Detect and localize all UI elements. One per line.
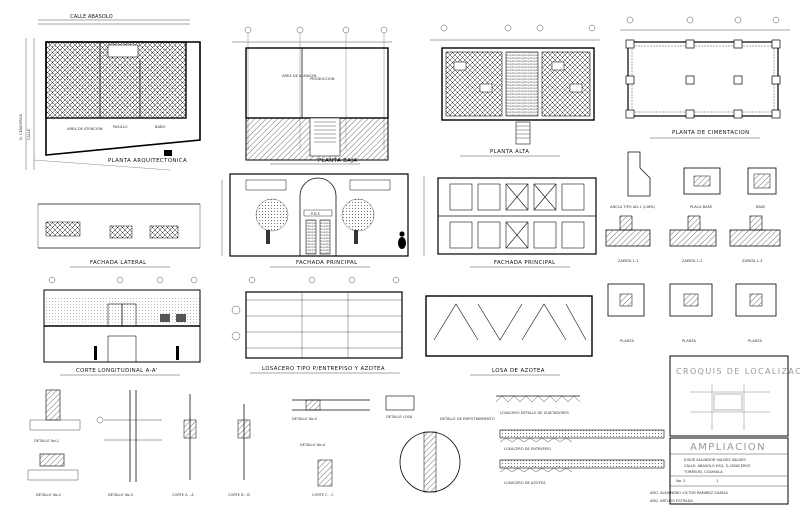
- planta-baja: AREA DE ALMACEN PRODUCCION PLANTA BAJA: [232, 26, 392, 165]
- label-calle-abasolo: CALLE ABASOLO: [70, 14, 113, 20]
- label-zapata-2: ZAPATA 1-2: [682, 259, 702, 263]
- label-pasillo: PASILLO: [113, 125, 128, 129]
- title-ampliacion: AMPLIACION: [690, 442, 766, 453]
- label-planta-a: PLANTA: [620, 339, 634, 343]
- label-calle-side: CALLE: [27, 128, 31, 140]
- tb-line4: No. 2: [676, 479, 685, 483]
- detalles-cimentacion: ANCLA TIPO AD-1 (CAPA) PLACA BASE BASE Z…: [605, 151, 781, 343]
- title-planta-alta: PLANTA ALTA: [490, 149, 529, 155]
- losa-de-azotea: LOSA DE AZOTEA: [425, 295, 593, 376]
- label-zapata-3: ZAPATA 1-3: [742, 259, 762, 263]
- title-losa-azotea: LOSA DE AZOTEA: [492, 368, 545, 374]
- label-planta-b: PLANTA: [682, 339, 696, 343]
- detalles-losacero: DETALLE LOSA DETALLE DE EMPOTRAMIENTO LO…: [385, 395, 665, 493]
- label-detalle-4: DETALLE No.4: [300, 443, 326, 447]
- planta-cimentacion: PLANTA DE CIMENTACION: [620, 16, 790, 139]
- label-detalle-1: DETALLE No.1: [34, 439, 59, 443]
- label-base: BASE: [756, 205, 766, 209]
- title-losa-entrepiso: LOSACERO TIPO P/ENTREPISO Y AZOTEA: [262, 366, 385, 372]
- planta-arquitectonica: CALLE ABASOLO AREA DE ATENCION PASILLO B…: [19, 14, 201, 171]
- label-losacero-detalle: LOSACERO DETALLE DE SUJETADORES: [500, 411, 570, 415]
- label-pdf: P.D.F.: [311, 212, 320, 216]
- label-losacero-azotea: LOSACERO DE AZOTEA: [504, 481, 546, 485]
- title-fachada-lateral: FACHADA LATERAL: [90, 260, 146, 266]
- title-planta-cimentacion: PLANTA DE CIMENTACION: [672, 130, 750, 136]
- fachada-lateral: FACHADA LATERAL: [37, 203, 201, 268]
- title-fachada-principal-2: FACHADA PRINCIPAL: [494, 260, 556, 266]
- label-empotramiento: DETALLE DE EMPOTRAMIENTO: [440, 417, 495, 421]
- label-area-atencion: AREA DE ATENCION: [67, 127, 103, 131]
- label-corte-bb: CORTE B - B: [228, 493, 250, 497]
- tb-arq1: ARQ. ALEJANDRO VICTOR RAMIREZ GARCIA: [650, 491, 728, 495]
- label-planta-c: PLANTA: [748, 339, 762, 343]
- tb-line1: JOSUE SALVADOR VALDES VALDES: [683, 458, 746, 462]
- label-produccion: PRODUCCION: [310, 77, 335, 81]
- label-anclaje: ANCLA TIPO AD-1 (CAPA): [610, 205, 655, 209]
- label-detalle-5: DETALLE No.5: [292, 417, 317, 421]
- label-corte-cc: CORTE C - C: [312, 493, 334, 497]
- title-fachada-principal: FACHADA PRINCIPAL: [296, 260, 358, 266]
- title-planta-baja: PLANTA BAJA: [318, 158, 357, 164]
- label-zapata-1: ZAPATA 1-1: [618, 259, 638, 263]
- label-losacero-entrepiso: LOSACERO DE ENTREPISO: [504, 447, 551, 451]
- title-block: AMPLIACION JOSUE SALVADOR VALDES VALDES …: [650, 437, 789, 505]
- title-planta-arquitectonica: PLANTA ARQUITECTONICA: [108, 158, 187, 164]
- fachada-principal: P.D.F. FACHADA PRINCIPAL: [221, 173, 409, 268]
- tb-arq2: ARQ. ARTURO ESTRADA: [650, 499, 693, 503]
- losacero-entrepiso-azotea: LOSACERO TIPO P/ENTREPISO Y AZOTEA: [231, 276, 403, 374]
- label-bano: BAÑO: [155, 124, 166, 129]
- croquis-localizacion: CROQUIS DE LOCALIZACION: [669, 355, 800, 437]
- tb-line2: CALLE: ABASOLO ESQ. G.CENICEROS: [684, 464, 751, 468]
- title-corte-longitudinal: CORTE LONGITUDINAL A-A': [76, 368, 158, 374]
- label-detalle-2: DETALLE No.2: [36, 493, 61, 497]
- corte-longitudinal: CORTE LONGITUDINAL A-A': [43, 276, 201, 376]
- fachada-principal-2: FACHADA PRINCIPAL: [423, 176, 597, 268]
- label-placa-base: PLACA BASE: [690, 205, 713, 209]
- label-corte-aa: CORTE A - A: [172, 493, 194, 497]
- tb-sheet-no: 1: [716, 479, 718, 483]
- label-area-almacen: AREA DE ALMACEN: [282, 74, 317, 78]
- label-detalle-3: DETALLE No.3: [108, 493, 133, 497]
- label-detalle-losa: DETALLE LOSA: [386, 415, 413, 419]
- detalles-estructurales: DETALLE No.1 DETALLE No.2 DETALLE No.3 C…: [27, 389, 370, 497]
- label-calle-g-ceniceros: G. CENICEROS: [19, 113, 23, 140]
- tb-line3: TORREON, COAHUILA: [683, 470, 723, 474]
- planta-alta: PLANTA ALTA: [430, 24, 600, 157]
- title-croquis: CROQUIS DE LOCALIZACION: [676, 367, 800, 376]
